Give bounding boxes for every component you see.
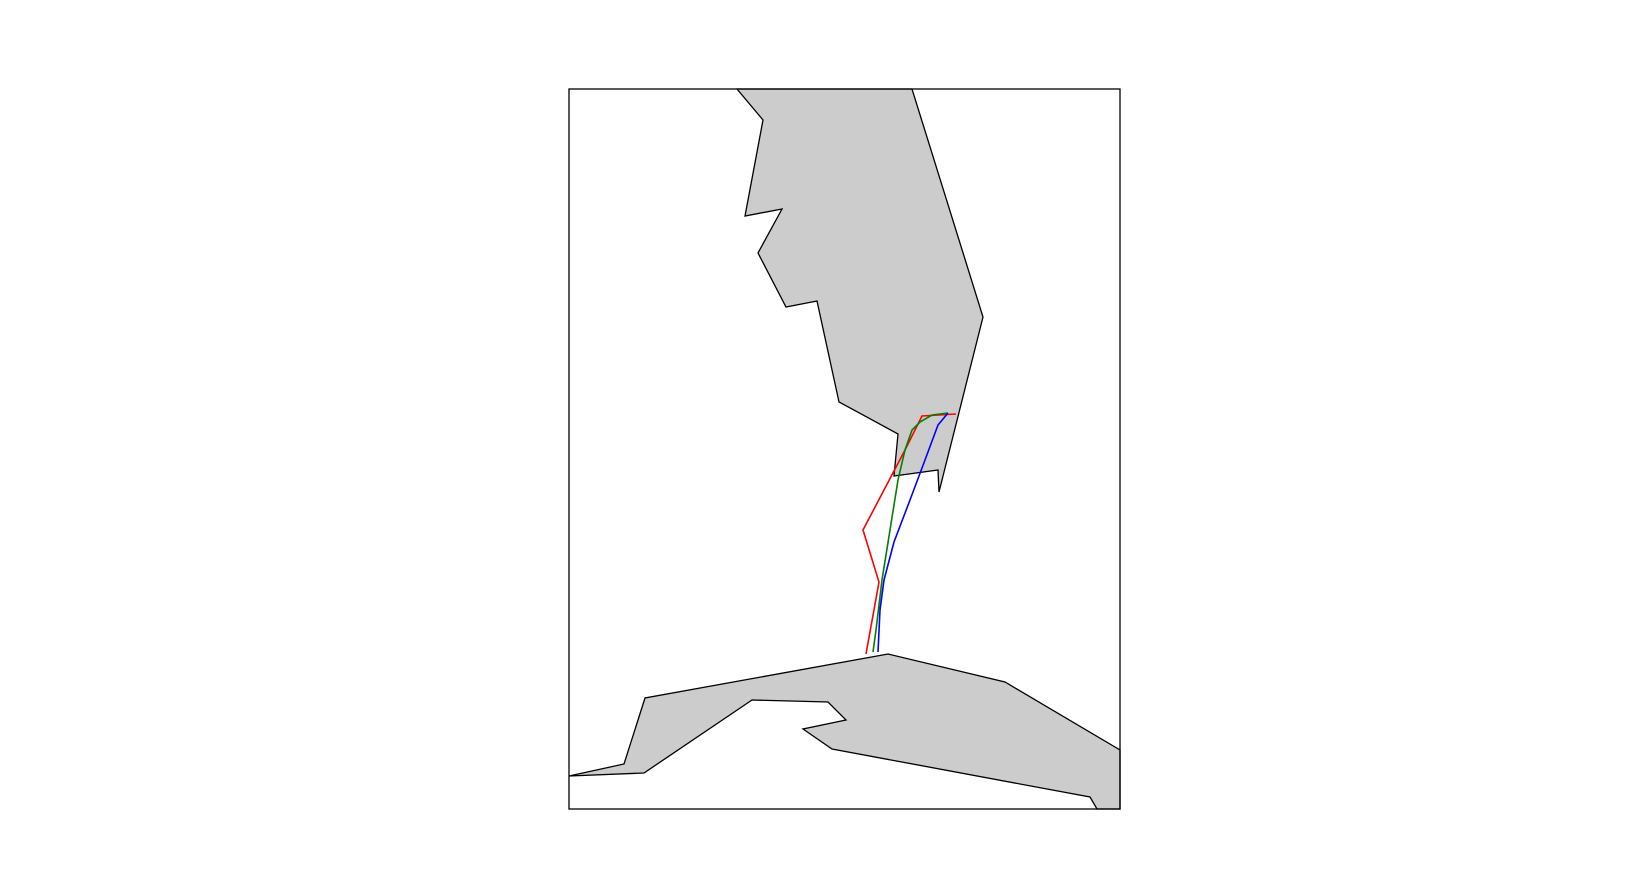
florida-landmass [735,88,984,493]
blue-route-line [877,412,949,653]
map-frame [568,88,1121,810]
green-route-line [872,412,949,653]
cuba-landmass [568,653,1121,810]
red-route-line [862,413,957,655]
